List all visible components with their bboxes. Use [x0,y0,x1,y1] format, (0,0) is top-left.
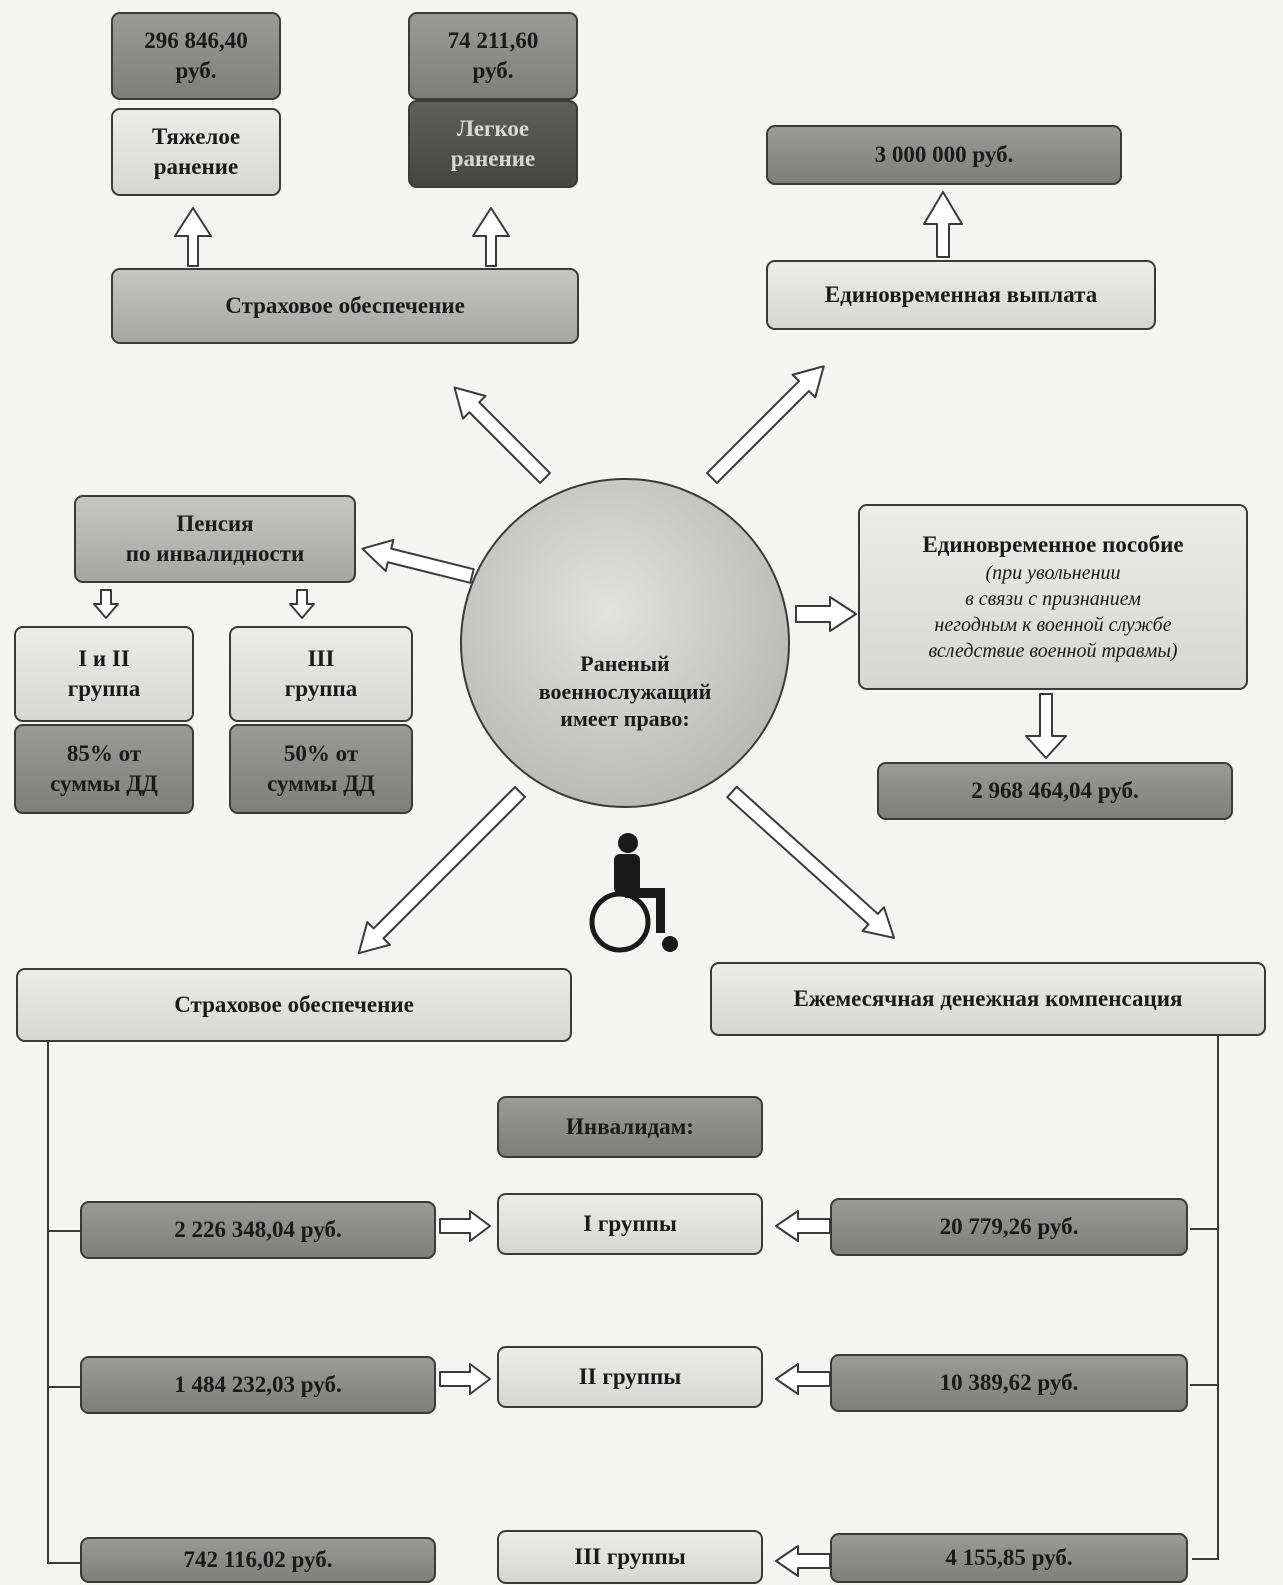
arrow-to-payment [706,365,825,484]
lump-sum-amount: 3 000 000 руб. [766,125,1122,185]
arrow-left-group3 [775,1545,831,1577]
disabled-label: Инвалидам: [497,1096,763,1158]
up-arrow-payment [923,191,963,258]
center-label: Раненый военнослужащий имеет право: [538,651,712,731]
monthly-compensation: Ежемесячная денежная компенсация [710,962,1266,1036]
wheelchair-icon [589,833,678,953]
lump-sum-payment: Единовременная выплата [766,260,1156,330]
up-arrow-heavy [174,207,212,267]
down-arrow-pension-3 [289,589,315,619]
group-2: II группы [497,1346,763,1408]
left-bracket-line [47,1040,80,1564]
center-circle [460,478,790,808]
one-time-allowance: Единовременное пособие (при увольнении в… [858,504,1248,690]
allowance-amount: 2 968 464,04 руб. [877,762,1233,820]
down-arrow-pension-12 [93,589,119,619]
arrow-left-group2 [775,1363,831,1395]
down-arrow-allowance [1025,693,1067,759]
insurance-amount-group-3: 742 116,02 руб. [80,1537,436,1583]
arrow-to-insurance-top [453,386,551,484]
insurance-amount-group-2: 1 484 232,03 руб. [80,1356,436,1414]
arrow-to-allowance [795,596,857,632]
arrow-to-insurance-bottom [357,786,526,955]
insurance-bottom: Страховое обеспечение [16,968,572,1042]
compensation-amount-group-3: 4 155,85 руб. [830,1533,1188,1583]
group-1: I группы [497,1193,763,1255]
right-bracket-line [1192,1036,1219,1560]
arrow-to-compensation [726,785,896,939]
up-arrow-light [472,207,510,267]
compensation-amount-group-1: 20 779,26 руб. [830,1198,1188,1256]
arrow-right-group1 [439,1210,491,1242]
insurance-amount-group-1: 2 226 348,04 руб. [80,1201,436,1259]
arrow-to-pension [361,538,475,584]
compensation-amount-group-2: 10 389,62 руб. [830,1354,1188,1412]
group-3: III группы [497,1530,763,1584]
insurance-top: Страховое обеспечение [111,268,579,344]
arrow-left-group1 [775,1210,831,1242]
arrow-right-group2 [439,1363,491,1395]
